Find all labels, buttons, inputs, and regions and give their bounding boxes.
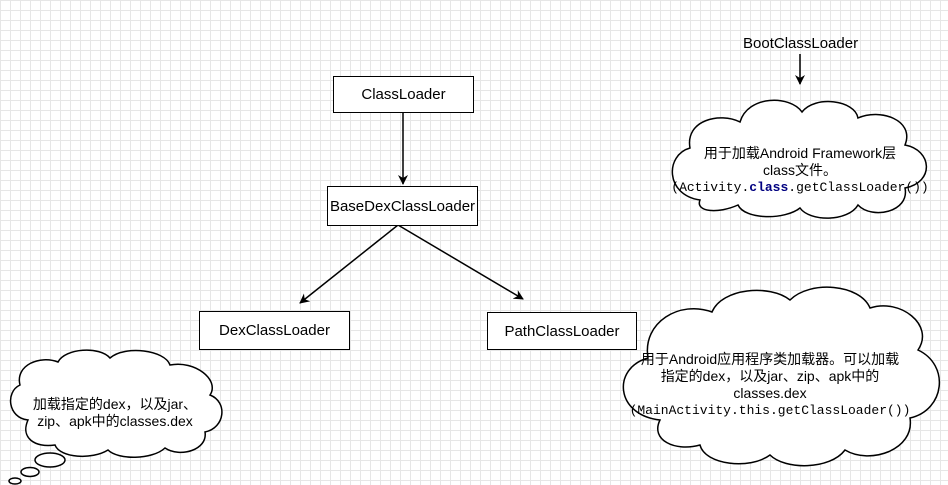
note-boot: 用于加载Android Framework层 class文件。 (Activit… bbox=[660, 145, 940, 196]
note-boot-line1: 用于加载Android Framework层 bbox=[703, 145, 897, 161]
node-basedexclassloader: BaseDexClassLoader bbox=[327, 186, 478, 226]
thought-bubble-large bbox=[34, 452, 66, 468]
note-boot-line2: class文件。 bbox=[763, 162, 837, 178]
node-pathclassloader-label: PathClassLoader bbox=[504, 322, 620, 340]
note-boot-code-pre: (Activity. bbox=[671, 180, 750, 195]
note-path: 用于Android应用程序类加载器。可以加载 指定的dex，以及jar、zip、… bbox=[605, 351, 935, 419]
note-path-line3: classes.dex bbox=[733, 385, 807, 401]
note-dex-line2: zip、apk中的classes.dex bbox=[37, 413, 193, 429]
cloud-boot-note bbox=[671, 99, 928, 219]
arrow-basedex-to-path bbox=[397, 224, 524, 300]
note-path-line1: 用于Android应用程序类加载器。可以加载 bbox=[640, 351, 900, 367]
note-path-line2: 指定的dex，以及jar、zip、apk中的 bbox=[660, 368, 880, 384]
node-dexclassloader: DexClassLoader bbox=[199, 311, 350, 350]
node-dexclassloader-label: DexClassLoader bbox=[219, 322, 330, 339]
cloud-path-note bbox=[622, 286, 941, 467]
node-basedexclassloader-label: BaseDexClassLoader bbox=[329, 197, 476, 215]
node-bootclassloader: BootClassLoader bbox=[743, 35, 859, 52]
arrow-basedex-to-dex bbox=[299, 224, 399, 304]
note-path-code: (MainActivity.this.getClassLoader()) bbox=[629, 403, 911, 418]
cloud-dex-note bbox=[9, 349, 223, 458]
thought-bubble-small bbox=[8, 477, 22, 485]
node-classloader-label: ClassLoader bbox=[361, 86, 446, 103]
node-classloader: ClassLoader bbox=[333, 76, 474, 113]
note-dex: 加载指定的dex，以及jar、 zip、apk中的classes.dex bbox=[10, 396, 220, 430]
note-dex-line1: 加载指定的dex，以及jar、 bbox=[32, 396, 198, 412]
note-boot-code: (Activity.class.getClassLoader()) bbox=[660, 179, 940, 196]
thought-bubble-medium bbox=[20, 466, 40, 478]
note-boot-code-post: .getClassLoader()) bbox=[788, 180, 929, 195]
node-pathclassloader: PathClassLoader bbox=[487, 312, 637, 350]
note-boot-code-keyword: class bbox=[749, 180, 789, 195]
